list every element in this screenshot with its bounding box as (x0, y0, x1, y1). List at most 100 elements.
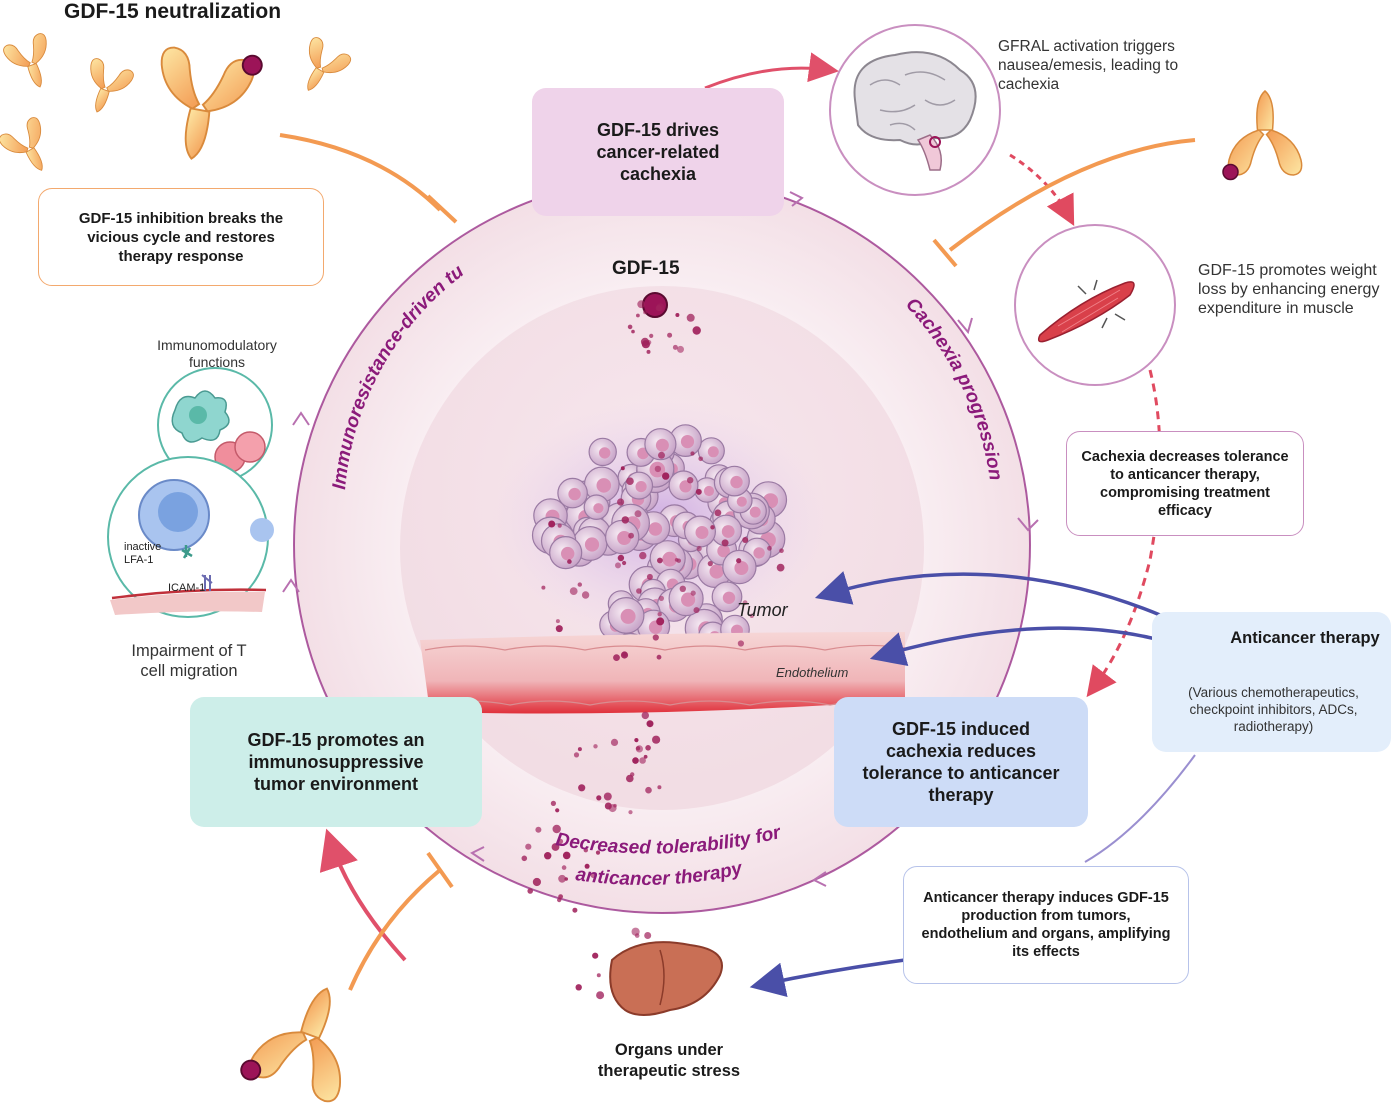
gdf15-particle (645, 786, 652, 794)
gdf15-particle (687, 477, 694, 484)
gdf15-particle (636, 588, 642, 594)
gdf15-particle (690, 590, 696, 596)
tumor-cell-nucleus (679, 480, 692, 493)
center-label: GDF-15 (612, 258, 680, 279)
gdf15-particle (737, 640, 745, 647)
gdf15-particle (620, 651, 629, 659)
arrow-brain-to-muscle (1009, 153, 1075, 226)
gdf15-particle (779, 548, 784, 553)
tumor-cell-nucleus (730, 475, 743, 489)
gdf15-particle (667, 332, 673, 338)
gdf15-particle (749, 613, 754, 618)
icam-label: ICAM-1 (168, 582, 206, 594)
gdf15-particle (636, 313, 640, 318)
tumor-cell-nucleus (648, 522, 663, 536)
gdf15-particle (639, 757, 646, 764)
gdf15-particle (558, 894, 563, 899)
tumor-cell-nucleus (617, 531, 632, 545)
gdf15-particle (686, 313, 695, 322)
box-cachexia-tolerance: Cachexia decreases tolerance to anticanc… (1066, 431, 1304, 536)
antibody-icon (307, 37, 352, 91)
gdf15-particle (736, 558, 742, 564)
immunomodulatory-label: Immunomodulatory functions (157, 337, 277, 370)
gdf15-particle (652, 735, 661, 744)
gdf15-particle (644, 932, 652, 939)
gdf15-particle (555, 625, 563, 633)
tumor-cell-nucleus (734, 561, 749, 575)
gdf15-particle (544, 852, 552, 860)
gdf15-particle (675, 313, 680, 317)
gdf15-particle (721, 539, 729, 547)
gdf15-particle (550, 800, 557, 807)
tumor-cell-nucleus (703, 485, 715, 497)
muscle-annotation: GDF-15 promotes weight loss by enhancing… (1198, 262, 1380, 317)
tumor-cell-nucleus (717, 544, 730, 558)
gdf15-particle (627, 324, 633, 330)
gdf15-particle (677, 345, 684, 353)
gdf15-particle (525, 843, 532, 850)
gdf15-particle (541, 585, 546, 590)
box-therapy-induces: Anticancer therapy induces GDF-15 produc… (903, 866, 1189, 984)
gdf15-particle (628, 810, 633, 815)
gdf15-particle (558, 874, 566, 883)
therapy-title: Anticancer therapy (1230, 629, 1380, 647)
tumor-cell-nucleus (596, 478, 612, 493)
gdf15-particle (635, 745, 644, 753)
t-cell-icon (110, 479, 274, 615)
gdf15-particle (557, 523, 562, 528)
gdf15-particle (561, 865, 567, 870)
gdf15-particle (595, 850, 601, 855)
box-inhibition: GDF-15 inhibition breaks the vicious cyc… (38, 188, 324, 286)
gdf15-particle (535, 826, 542, 833)
gdf15-particle (656, 654, 662, 660)
gdf15-particle (603, 792, 612, 801)
gdf15-particle (581, 591, 590, 599)
arrow-organs-to-immunosuppression (319, 828, 407, 962)
gdf15-particle (654, 465, 662, 473)
page-title: GDF-15 neutralization (64, 0, 282, 23)
gdf15-particle (555, 619, 560, 624)
gdf15-particle (674, 558, 679, 562)
tumor-cell-nucleus (722, 591, 736, 604)
gdf15-particle (637, 300, 646, 309)
gdf15-particle (634, 738, 639, 743)
gdf15-particle (548, 520, 556, 528)
gfral-annotation: GFRAL activation triggers nausea/emesis,… (998, 38, 1179, 93)
brain-icon (853, 51, 977, 171)
gdf15-particle (645, 745, 651, 751)
therapy-connector (1084, 754, 1196, 863)
gdf15-particle (596, 973, 601, 978)
therapy-arrows (749, 571, 1161, 997)
gdf15-particle (630, 772, 635, 777)
gdf15-particle (621, 516, 629, 524)
gdf15-particle (617, 498, 625, 506)
endothelium-cells (424, 644, 906, 706)
tumor-cell-nucleus (620, 608, 636, 624)
gdf15-particle (577, 747, 582, 752)
gdf15-particle (572, 907, 578, 913)
tumor-cell-nucleus (655, 438, 669, 452)
gdf15-particle (593, 744, 598, 749)
endothelium-vessel (420, 632, 905, 714)
gdf15-particle (592, 952, 599, 959)
tumor-cell-nucleus (561, 546, 575, 561)
gdf15-particle (646, 720, 654, 728)
impairment-label: Impairment of T cell migration (131, 642, 247, 680)
tumor-cell-nucleus (635, 481, 647, 493)
tumor-cell-nucleus (753, 547, 765, 559)
gdf15-particle (679, 585, 686, 592)
gdf15-particle (690, 451, 695, 456)
tumor-cell-nucleus (680, 435, 695, 449)
gdf15-particle (646, 573, 653, 580)
gdf15-particle (634, 510, 642, 518)
gdf15-particle (557, 838, 564, 845)
gdf15-particle (562, 851, 571, 860)
gdf15-particle (640, 337, 650, 346)
gdf15-particle (573, 752, 580, 758)
gdf15-particle (551, 843, 560, 851)
gdf15-particle (658, 451, 665, 459)
tumor-label: Tumor (737, 600, 788, 620)
gdf15-particle (696, 545, 702, 552)
gdf15-particle (596, 991, 605, 1000)
gdf15-particle (613, 654, 620, 661)
